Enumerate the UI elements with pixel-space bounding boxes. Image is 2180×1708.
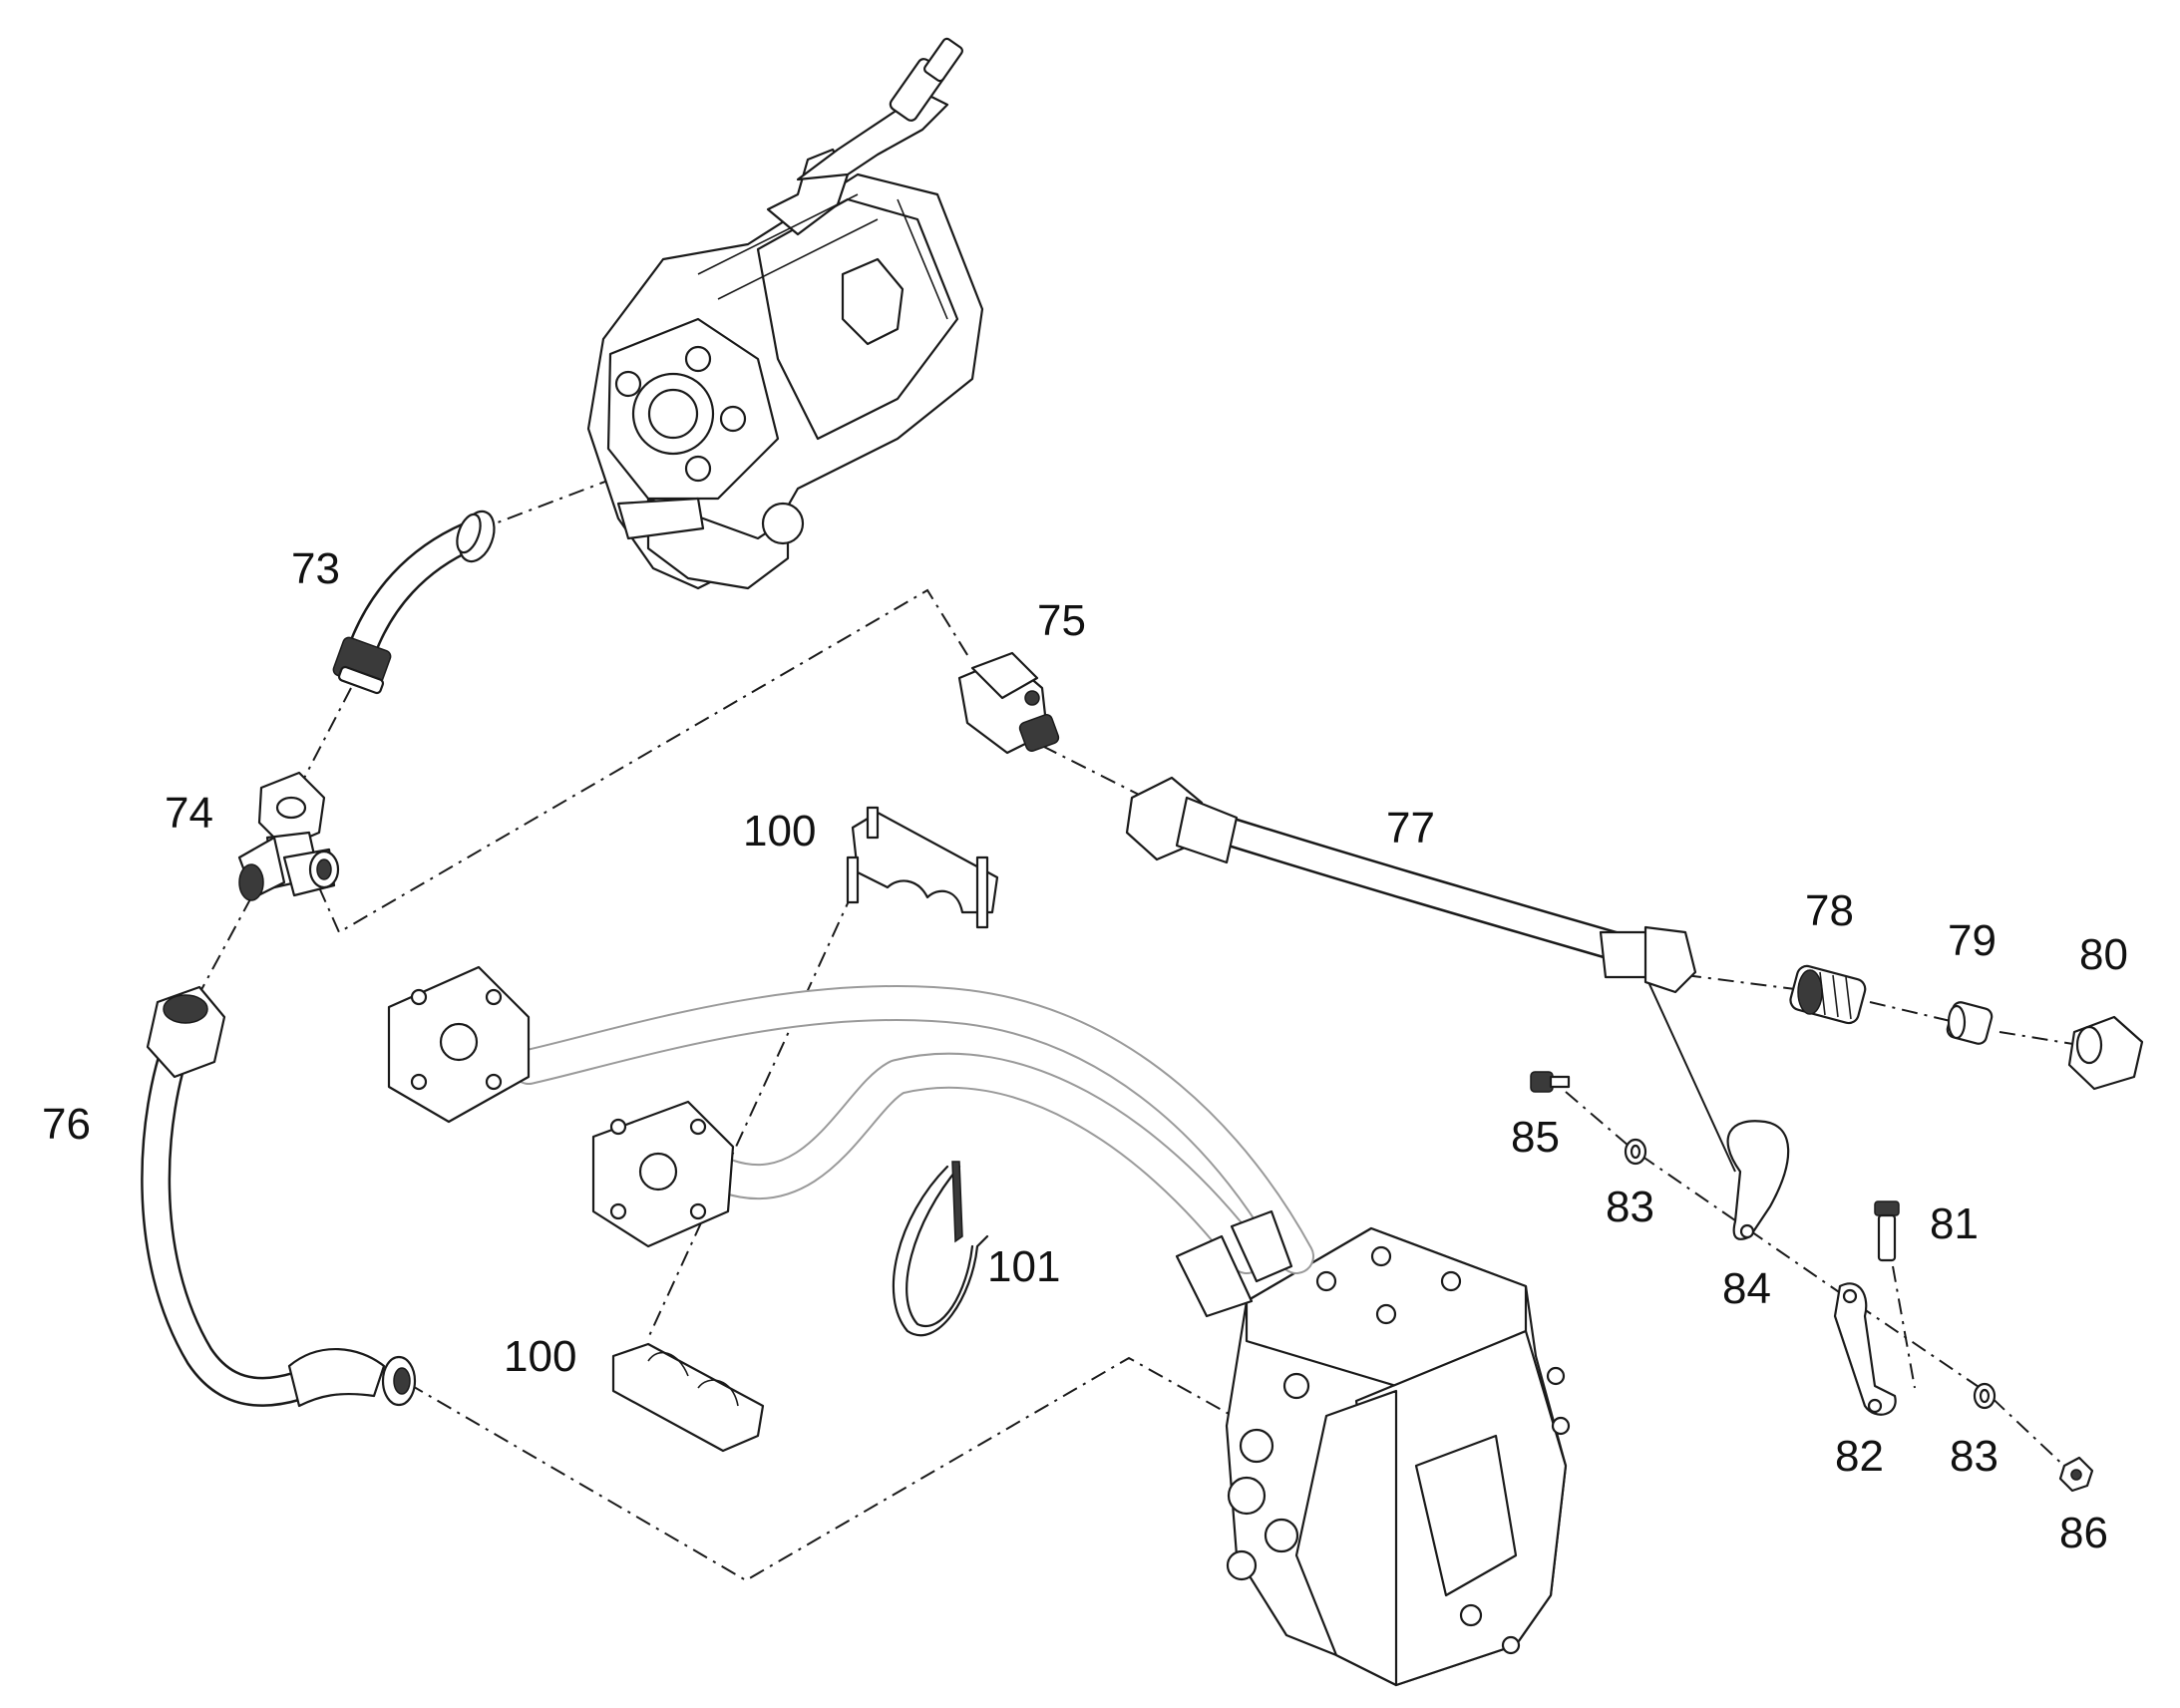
fittings-78-80 <box>1789 964 2144 1091</box>
leader-77-78 <box>1684 974 1796 990</box>
tee-fitting-74 <box>237 771 340 901</box>
hose-76 <box>141 985 417 1408</box>
callout-78: 78 <box>1805 886 1854 935</box>
leader-74-76 <box>196 896 252 998</box>
callout-74: 74 <box>165 789 213 838</box>
cable-tie-101 <box>892 1161 989 1337</box>
hose-77 <box>1125 776 1697 994</box>
leader-84-77 <box>1633 948 1736 1173</box>
hose-73 <box>332 510 496 695</box>
callout-100-a: 100 <box>743 807 816 855</box>
injection-pump <box>1225 1226 1571 1687</box>
leader-76-pump <box>408 1356 1248 1582</box>
leader-79-80 <box>1998 1031 2080 1046</box>
fitting-75 <box>957 651 1060 755</box>
callout-77: 77 <box>1386 804 1435 853</box>
callout-76: 76 <box>42 1100 91 1149</box>
high-pressure-pump <box>586 37 984 590</box>
callout-79: 79 <box>1948 916 1997 965</box>
callout-73: 73 <box>291 544 340 593</box>
callout-84: 84 <box>1722 1264 1771 1313</box>
leader-73-74 <box>298 687 352 789</box>
callout-81: 81 <box>1930 1199 1979 1248</box>
callout-86: 86 <box>2059 1509 2108 1557</box>
callout-85: 85 <box>1511 1113 1560 1162</box>
callout-labels: 73 74 75 76 77 78 79 80 81 82 83 83 84 8… <box>42 544 2128 1557</box>
callout-82: 82 <box>1835 1432 1884 1481</box>
leader-74-75 <box>318 588 970 934</box>
leader-81-83 <box>1892 1265 1916 1389</box>
callout-83-a: 83 <box>1606 1183 1654 1231</box>
callout-83-b: 83 <box>1950 1432 1998 1481</box>
clamp-halves-100 <box>611 806 999 1453</box>
leader-73-pump <box>476 476 619 531</box>
pipe-assembly <box>387 965 1314 1318</box>
callout-101: 101 <box>987 1242 1060 1291</box>
clamp-hardware <box>1530 1071 2094 1493</box>
callout-75: 75 <box>1037 596 1086 645</box>
leader-100 <box>647 891 854 1339</box>
callout-100-b: 100 <box>504 1332 576 1381</box>
callout-80: 80 <box>2079 930 2128 979</box>
leader-78-79 <box>1869 1001 1956 1023</box>
